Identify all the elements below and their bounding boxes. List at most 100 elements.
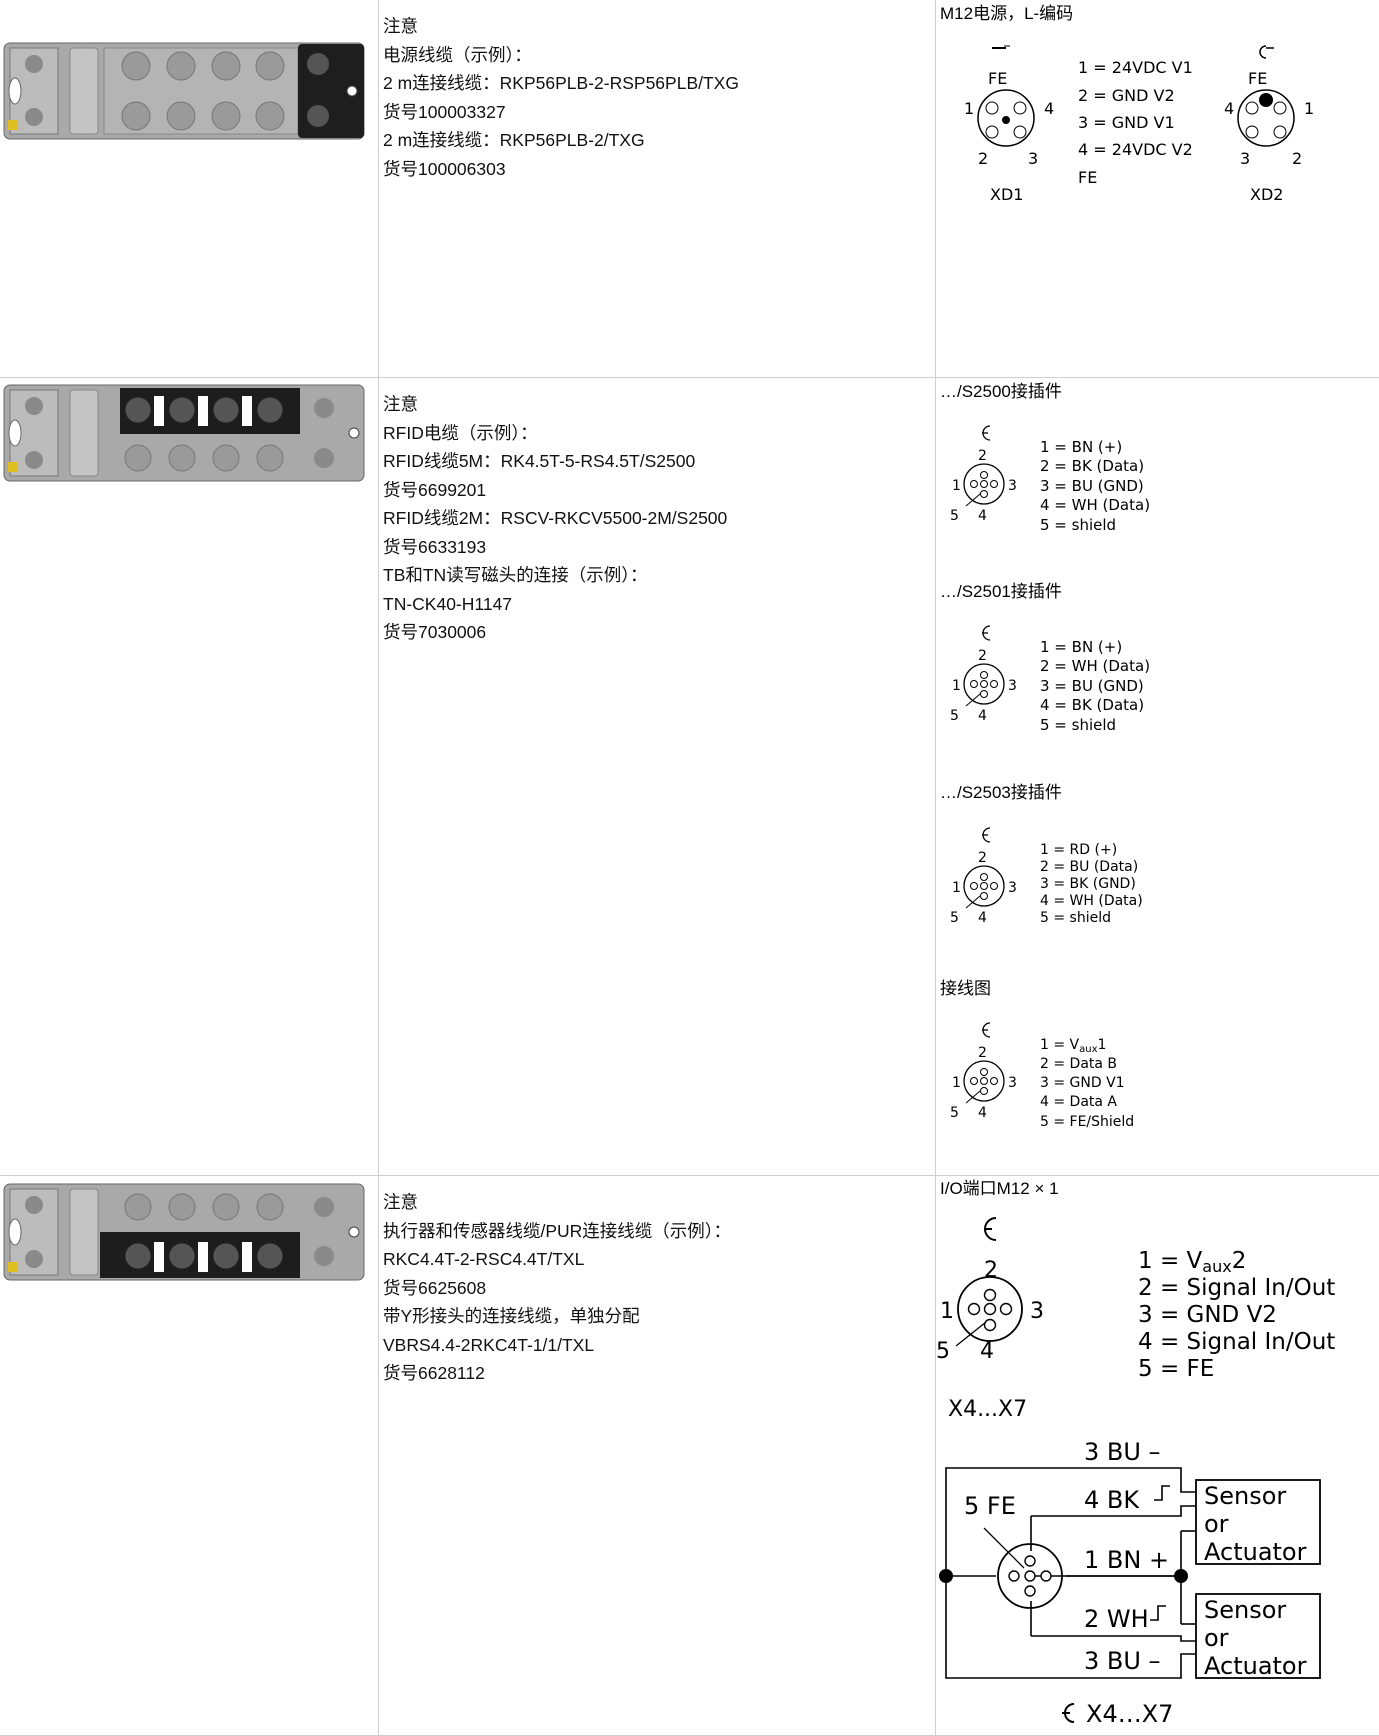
- pin-line: 5 = FE/Shield: [1040, 1114, 1134, 1130]
- note-line: 货号7030006: [383, 618, 935, 647]
- pin-line: 3 = GND V2: [1138, 1302, 1277, 1328]
- svg-text:2: 2: [1292, 149, 1302, 168]
- pin-line: 1 = Vaux2: [1138, 1248, 1246, 1276]
- section-title: …/S2500接插件: [940, 382, 1062, 401]
- xd1-label: XD1: [990, 185, 1023, 204]
- svg-text:2: 2: [978, 448, 987, 464]
- notes-power: 注意 电源线缆（示例）： 2 m连接线缆：RKP56PLB-2-RSP56PLB…: [379, 0, 935, 183]
- section-title: …/S2501接插件: [940, 582, 1062, 601]
- pin-line: 1 = RD (+): [1040, 842, 1117, 858]
- svg-text:1: 1: [964, 99, 974, 118]
- svg-text:5: 5: [950, 708, 959, 724]
- note-line: 2 m连接线缆：RKP56PLB-2-RSP56PLB/TXG: [383, 69, 935, 98]
- bottom-port-label: X4…X7: [1086, 1700, 1173, 1728]
- pin-line: 2 = BK (Data): [1040, 457, 1144, 475]
- notes-cell: 注意 执行器和传感器线缆/PUR连接线缆（示例）： RKC4.4T-2-RSC4…: [379, 1176, 936, 1736]
- pin-line: 4 = 24VDC V2: [1078, 140, 1193, 159]
- svg-text:3: 3: [1008, 880, 1017, 896]
- wire-label: 5 FE: [964, 1492, 1016, 1520]
- diagram-cell: M12电源，L-编码 FE 1 4 2 3 XD1 1 = 24VDC V1 2…: [936, 0, 1379, 378]
- pin-line: 3 = GND V1: [1040, 1075, 1125, 1091]
- connector-s2503-icon: [964, 828, 1004, 908]
- svg-text:1: 1: [952, 1075, 961, 1091]
- diagram-cell: …/S2500接插件 2 1 3 5 4 1 = BN (+) 2 = BK (…: [936, 378, 1379, 1176]
- device-image-power: [0, 0, 378, 372]
- pin-line: 5 = shield: [1040, 716, 1116, 734]
- note-line: 执行器和传感器线缆/PUR连接线缆（示例）：: [383, 1217, 935, 1246]
- note-line: 货号6628112: [383, 1359, 935, 1388]
- port-range-label: X4...X7: [948, 1397, 1027, 1422]
- pin-line: 3 = BK (GND): [1040, 876, 1136, 892]
- pin-line: 2 = Data B: [1040, 1056, 1117, 1072]
- pin-line: FE: [1078, 168, 1097, 187]
- device-label: Actuator: [1204, 1538, 1307, 1566]
- note-line: 货号6625608: [383, 1274, 935, 1303]
- diagram-power-connector: M12电源，L-编码 FE 1 4 2 3 XD1 1 = 24VDC V1 2…: [936, 0, 1379, 372]
- svg-text:4: 4: [978, 708, 987, 724]
- pin-line: 3 = GND V1: [1078, 113, 1175, 132]
- note-line: 2 m连接线缆：RKP56PLB-2/TXG: [383, 126, 935, 155]
- svg-text:3: 3: [1240, 149, 1250, 168]
- svg-text:3: 3: [1008, 478, 1017, 494]
- svg-text:1: 1: [1304, 99, 1314, 118]
- pin-line: 5 = shield: [1040, 910, 1111, 926]
- device-image-cell: [0, 1176, 379, 1736]
- diagram-io-port: I/O端口M12 × 1 2 1 3 5 4 1 = Vaux2 2 = Sig…: [936, 1176, 1379, 1730]
- note-line: 带Y形接头的连接线缆，单独分配: [383, 1302, 935, 1331]
- svg-text:4: 4: [980, 1339, 994, 1364]
- connector-s2500-icon: [964, 426, 1004, 506]
- device-label: Sensor: [1204, 1482, 1286, 1510]
- diagram-cell: I/O端口M12 × 1 2 1 3 5 4 1 = Vaux2 2 = Sig…: [936, 1176, 1379, 1736]
- row-io: 注意 执行器和传感器线缆/PUR连接线缆（示例）： RKC4.4T-2-RSC4…: [0, 1176, 1379, 1736]
- pin-line: 1 = BN (+): [1040, 438, 1122, 456]
- diagram-title: I/O端口M12 × 1: [940, 1179, 1059, 1198]
- pin-line: 1 = 24VDC V1: [1078, 58, 1193, 77]
- notes-io: 注意 执行器和传感器线缆/PUR连接线缆（示例）： RKC4.4T-2-RSC4…: [379, 1176, 935, 1388]
- note-line: 注意: [383, 12, 935, 41]
- note-line: TB和TN读写磁头的连接（示例）：: [383, 561, 935, 590]
- pin-line: 2 = GND V2: [1078, 86, 1175, 105]
- pin-line: 5 = shield: [1040, 516, 1116, 534]
- svg-text:2: 2: [978, 1045, 987, 1061]
- svg-text:2: 2: [978, 648, 987, 664]
- svg-text:1: 1: [952, 678, 961, 694]
- device-image-cell: [0, 0, 379, 378]
- note-line: 电源线缆（示例）：: [383, 41, 935, 70]
- wire-label: 4 BK: [1084, 1486, 1140, 1514]
- notes-rfid: 注意 RFID电缆（示例）： RFID线缆5M：RK4.5T-5-RS4.5T/…: [379, 378, 935, 647]
- svg-text:3: 3: [1008, 678, 1017, 694]
- note-line: VBRS4.4-2RKC4T-1/1/TXL: [383, 1331, 935, 1360]
- svg-text:1: 1: [940, 1299, 954, 1324]
- svg-text:5: 5: [936, 1339, 950, 1364]
- pin-line: 4 = WH (Data): [1040, 893, 1143, 909]
- section-title: …/S2503接插件: [940, 783, 1062, 802]
- wiring-connector-icon: [964, 1023, 1004, 1103]
- device-label: or: [1204, 1624, 1229, 1652]
- pin-line: 2 = WH (Data): [1040, 657, 1150, 675]
- pin-line: 2 = Signal In/Out: [1138, 1275, 1335, 1301]
- note-line: 货号100003327: [383, 98, 935, 127]
- note-line: 货号100006303: [383, 155, 935, 184]
- wire-label: 2 WH: [1084, 1605, 1149, 1633]
- svg-text:2: 2: [978, 149, 988, 168]
- pin-line: 2 = BU (Data): [1040, 859, 1138, 875]
- pin-line: 5 = FE: [1138, 1356, 1214, 1382]
- diagram-title: M12电源，L-编码: [940, 4, 1073, 23]
- pin-line: 4 = BK (Data): [1040, 696, 1144, 714]
- note-line: RFID线缆2M：RSCV-RKCV5500-2M/S2500: [383, 504, 935, 533]
- xd2-label: XD2: [1250, 185, 1283, 204]
- note-line: 货号6633193: [383, 533, 935, 562]
- note-line: RKC4.4T-2-RSC4.4T/TXL: [383, 1245, 935, 1274]
- wire-label: 1 BN +: [1084, 1546, 1169, 1574]
- note-line: TN-CK40-H1147: [383, 590, 935, 619]
- device-label: Sensor: [1204, 1596, 1286, 1624]
- note-line: RFID电缆（示例）：: [383, 419, 935, 448]
- device-label: Actuator: [1204, 1652, 1307, 1680]
- note-line: 注意: [383, 1188, 935, 1217]
- pin-line: 1 = Vaux1: [1040, 1037, 1106, 1055]
- pin-line: 4 = WH (Data): [1040, 496, 1150, 514]
- svg-text:2: 2: [984, 1258, 998, 1283]
- svg-text:4: 4: [1224, 99, 1234, 118]
- row-power: 注意 电源线缆（示例）： 2 m连接线缆：RKP56PLB-2-RSP56PLB…: [0, 0, 1379, 378]
